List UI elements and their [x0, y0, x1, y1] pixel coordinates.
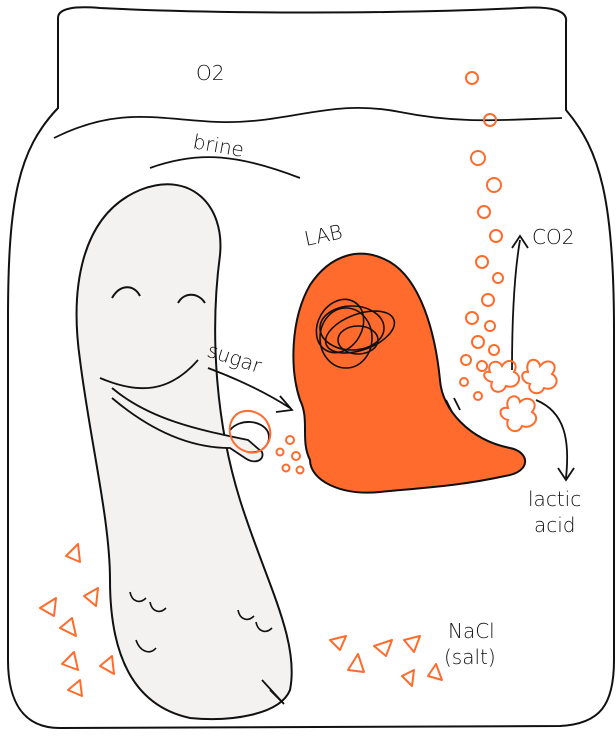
salt-label: (salt): [444, 645, 496, 669]
sugar-particles: [277, 436, 304, 474]
acid-label: acid: [534, 513, 576, 537]
oxygen-label: O2: [196, 61, 224, 85]
lab-bacterium: [293, 254, 525, 493]
co2-arrow: [512, 240, 520, 370]
lactic-acid-arrow: [536, 400, 567, 478]
salt-crystals-right: [330, 636, 442, 686]
salt-crystals-left: [40, 544, 114, 696]
lactic-acid-clusters: [484, 360, 556, 431]
lab-label: LAB: [302, 219, 345, 250]
co2-bubbles: [460, 72, 503, 400]
brine-lower-line: [150, 157, 300, 178]
co2-label: CO2: [532, 225, 574, 249]
nacl-label: NaCl: [448, 619, 495, 643]
lactic-label: lactic: [528, 487, 581, 511]
lab-tick-2: [454, 398, 460, 410]
